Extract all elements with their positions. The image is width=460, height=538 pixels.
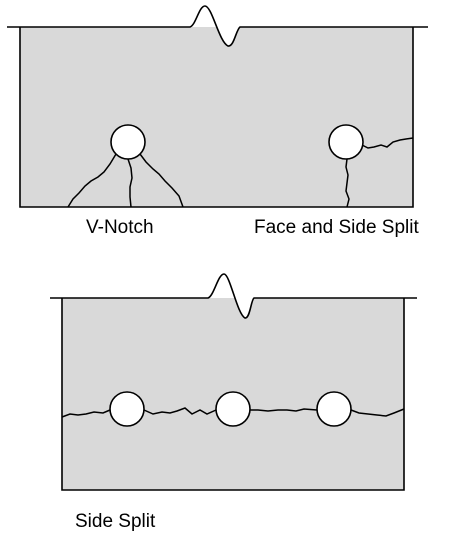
bolt-hole — [316, 391, 352, 427]
v-notch-label: V-Notch — [86, 217, 154, 238]
bottom-block — [50, 273, 417, 491]
crack-line — [345, 158, 350, 208]
crack-line — [67, 153, 117, 208]
top-block-outline — [19, 27, 414, 208]
top-block — [7, 5, 428, 208]
side-split-crack-line — [61, 407, 405, 418]
top-block-body — [20, 27, 413, 207]
bolt-hole — [109, 391, 145, 427]
bolt-hole — [110, 124, 146, 160]
bottom-block-outline — [61, 298, 405, 491]
bolt-hole — [215, 391, 251, 427]
crack-line — [139, 153, 184, 208]
crack-line — [361, 137, 414, 149]
face-and-side-split-label: Face and Side Split — [254, 217, 419, 238]
crack-line — [127, 158, 133, 208]
bottom-block-top-edge-with-wave — [50, 273, 417, 319]
top-block-top-edge-with-wave — [7, 5, 428, 47]
face-and-side-split-crack-pattern — [328, 124, 414, 208]
bolt-hole — [328, 124, 364, 160]
v-notch-crack-pattern — [67, 124, 184, 208]
side-split-label: Side Split — [75, 511, 156, 532]
